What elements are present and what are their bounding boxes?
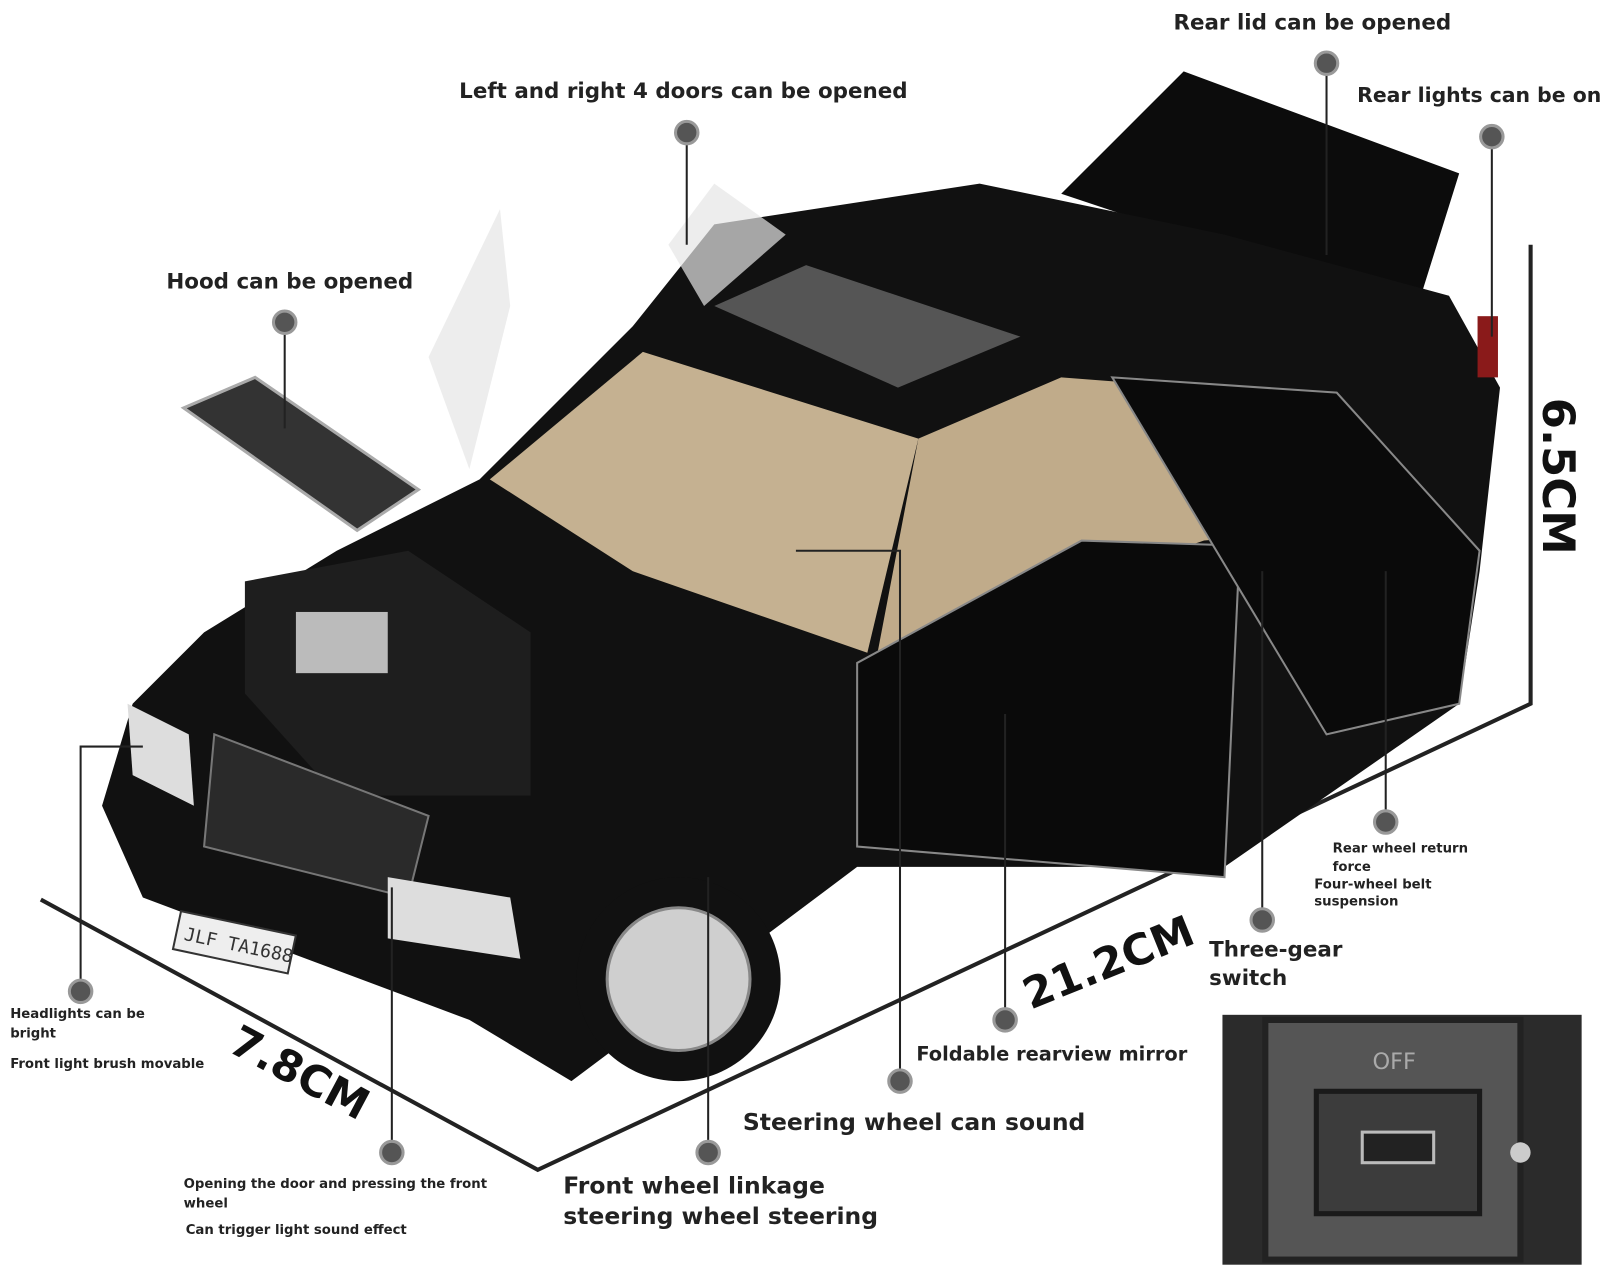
dimension-width: 7.8CM bbox=[221, 1016, 377, 1131]
callout-door-press-2: wheel bbox=[184, 1197, 228, 1212]
dimension-height: 6.5CM bbox=[1532, 398, 1585, 555]
callout-rear-wheel-1: Rear wheel return bbox=[1333, 842, 1468, 857]
callout-headlights-2: bright bbox=[10, 1026, 56, 1041]
rear-door-window bbox=[668, 183, 786, 306]
callout-front-wheel-1: Front wheel linkage bbox=[563, 1171, 825, 1199]
callout-dots bbox=[67, 50, 1505, 1166]
callout-light-brush: Front light brush movable bbox=[10, 1057, 204, 1072]
callout-three-gear-2: switch bbox=[1209, 966, 1287, 991]
callout-suspension-2: suspension bbox=[1314, 895, 1398, 910]
callout-suspension-1: Four-wheel belt bbox=[1314, 877, 1432, 892]
dimension-lines bbox=[39, 244, 1533, 1173]
screw-icon bbox=[1510, 1142, 1531, 1163]
front-door-window bbox=[428, 209, 511, 470]
engine-cover bbox=[295, 611, 388, 674]
engine-bay bbox=[244, 550, 531, 796]
callout-three-gear-1: Three-gear bbox=[1209, 938, 1343, 963]
tail-light bbox=[1477, 316, 1498, 378]
callout-doors: Left and right 4 doors can be opened bbox=[459, 79, 907, 104]
callout-rear-lid: Rear lid can be opened bbox=[1173, 11, 1451, 36]
callout-steering-sound: Steering wheel can sound bbox=[743, 1108, 1085, 1136]
switch-inset-photo: OFF bbox=[1222, 1014, 1582, 1265]
callout-hood: Hood can be opened bbox=[166, 270, 413, 295]
switch-slider bbox=[1360, 1130, 1436, 1165]
front-wheel-rim bbox=[605, 906, 752, 1053]
callout-door-press-1: Opening the door and pressing the front bbox=[184, 1177, 488, 1192]
dimension-length: 21.2CM bbox=[1016, 906, 1201, 1020]
callout-rear-lights: Rear lights can be on bbox=[1357, 83, 1600, 107]
callout-light-sound: Can trigger light sound effect bbox=[186, 1223, 408, 1238]
switch-off-label: OFF bbox=[1372, 1049, 1415, 1075]
license-plate bbox=[171, 909, 298, 975]
sunroof bbox=[714, 265, 1021, 388]
open-rear-door bbox=[1110, 376, 1481, 736]
open-front-door bbox=[856, 539, 1241, 879]
callout-front-wheel-2: steering wheel steering bbox=[563, 1202, 878, 1230]
rear-lid bbox=[1061, 71, 1460, 337]
interior-front bbox=[489, 351, 919, 653]
callout-headlights-1: Headlights can be bbox=[10, 1007, 145, 1022]
callout-rear-wheel-2: force bbox=[1333, 860, 1371, 875]
headlight-right bbox=[387, 877, 521, 959]
car-model-image: JLF TA1688 bbox=[102, 71, 1501, 1082]
headlight-left bbox=[127, 703, 194, 806]
leader-lines bbox=[79, 63, 1493, 1153]
hood-grille-panel bbox=[180, 375, 422, 533]
callout-mirror: Foldable rearview mirror bbox=[916, 1043, 1187, 1066]
